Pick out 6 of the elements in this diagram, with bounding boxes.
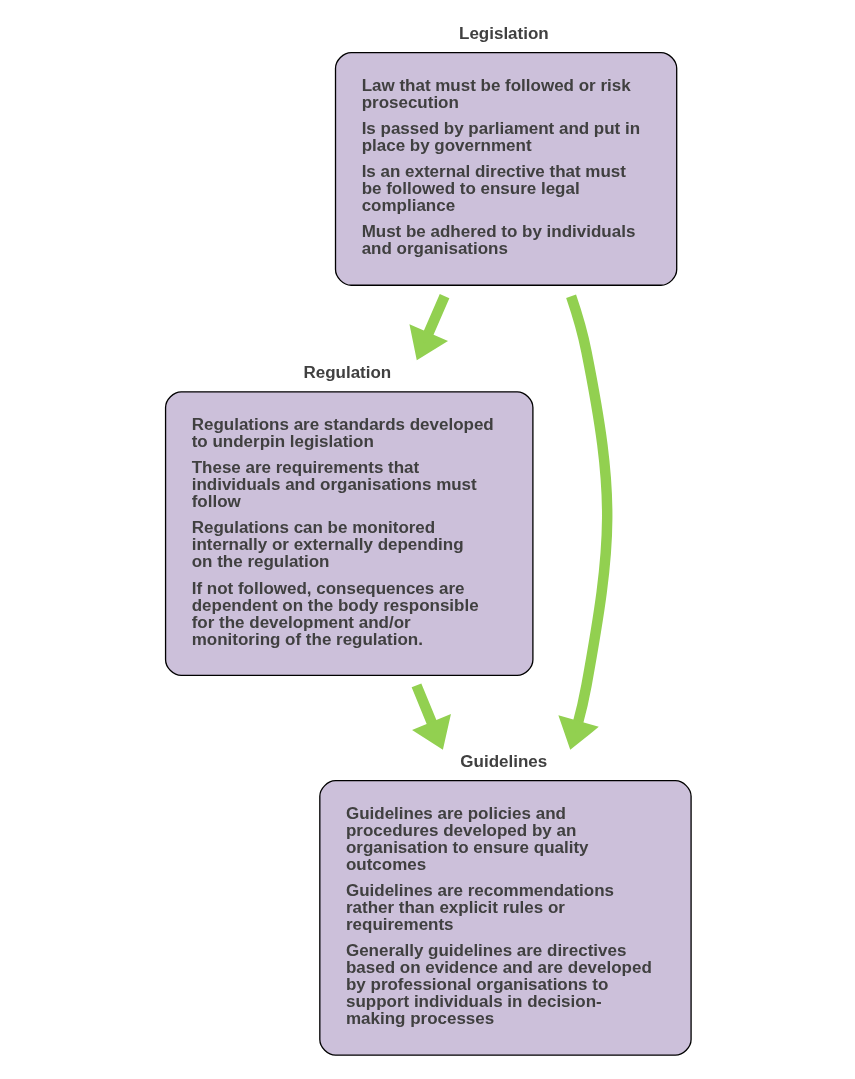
node-label: Regulation <box>302 362 391 382</box>
arrow <box>557 294 612 750</box>
arrow <box>408 294 449 361</box>
arrow <box>411 683 451 750</box>
node-label: Guidelines <box>459 751 547 771</box>
node-label: Legislation <box>458 23 549 43</box>
